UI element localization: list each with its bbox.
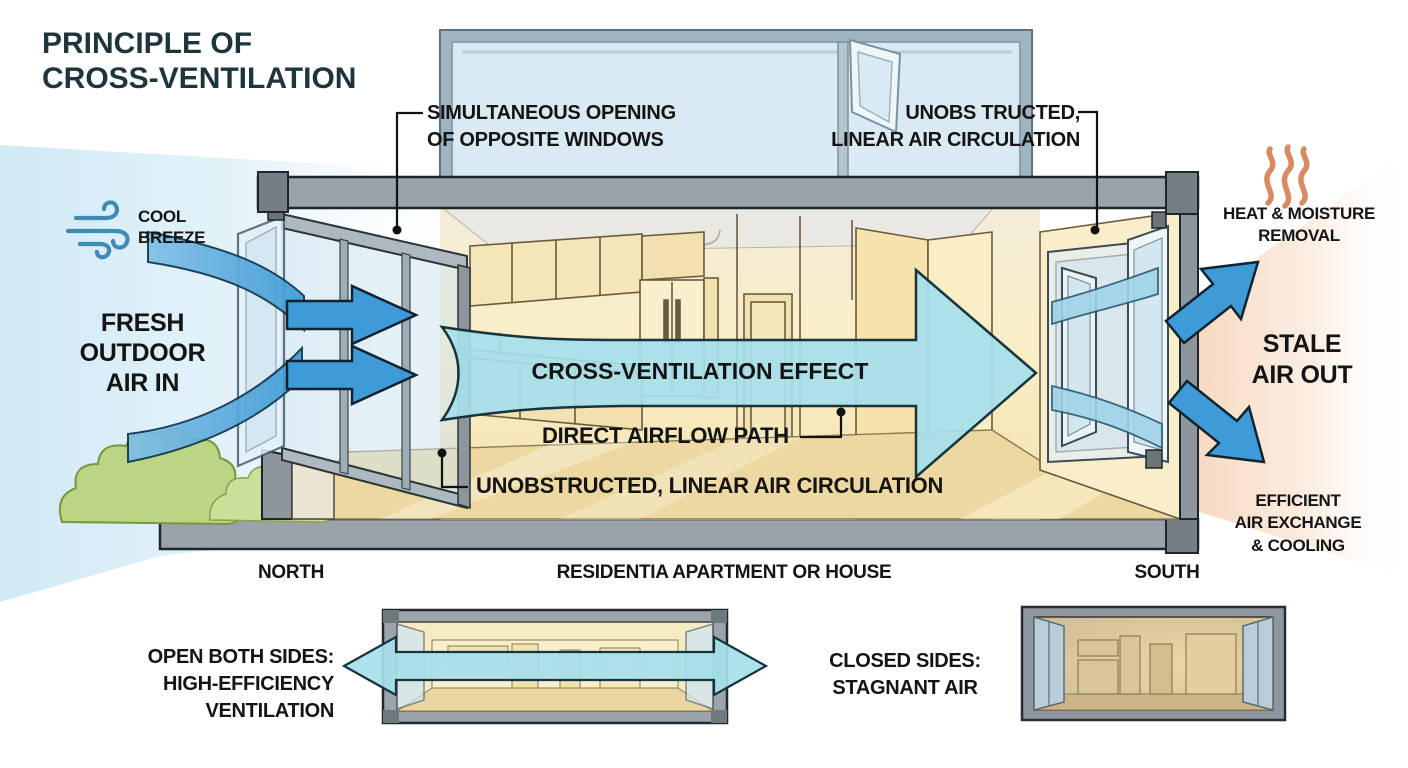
open-both-sides-label: OPEN BOTH SIDES: HIGH-EFFICIENCY VENTILA…: [147, 646, 335, 722]
outgoing-air-ribbons: [1051, 266, 1163, 450]
fresh-outdoor-air-label: FRESH OUTDOOR AIR IN: [79, 309, 206, 397]
efficient-air-exchange-label: EFFICIENT AIR EXCHANGE & COOLING: [1234, 491, 1362, 555]
roof-slab: [256, 171, 1200, 215]
mini-double-arrow: [341, 635, 769, 697]
cross-ventilation-effect-label: CROSS-VENTILATION EFFECT: [531, 358, 869, 384]
cross-ventilation-arrow: [439, 267, 1038, 480]
mini-diagram-open: [341, 608, 769, 725]
north-sill-wall: [261, 448, 335, 520]
incoming-air-arrows: [285, 284, 420, 406]
building-label: RESIDENTIA APARTMENT OR HOUSE: [556, 562, 892, 583]
stale-air-out-label: STALE AIR OUT: [1251, 330, 1353, 389]
heat-waves-icon: [1264, 144, 1310, 209]
closed-sides-label: CLOSED SIDES: STAGNANT AIR: [829, 650, 981, 699]
page-title: PRINCIPLE OF CROSS-VENTILATION: [42, 27, 357, 96]
heat-moisture-removal-label: HEAT & MOISTURE REMOVAL: [1223, 204, 1375, 246]
mini-diagram-closed: [1020, 605, 1287, 722]
callout-lines: [395, 110, 1099, 489]
south-label: SOUTH: [1134, 562, 1200, 583]
direct-airflow-path-label: DIRECT AIRFLOW PATH: [542, 423, 789, 448]
wind-icon: [65, 200, 130, 260]
north-label: NORTH: [257, 562, 325, 583]
simultaneous-opening-label: SIMULTANEOUS OPENING OF OPPOSITE WINDOWS: [427, 102, 676, 151]
unobstructed-bottom-label: UNOBSTRUCTED, LINEAR AIR CIRCULATION: [476, 473, 944, 498]
background-window: [439, 29, 1033, 179]
cool-breeze-label: COOL BREEZE: [138, 207, 206, 248]
background-warm-air-wedge: [1168, 150, 1408, 578]
callout-dots: [392, 225, 1100, 458]
unobstructed-top-label: UNOBS TRUCTED, LINEAR AIR CIRCULATION: [831, 102, 1080, 151]
outgoing-air-arrows: [1164, 260, 1266, 464]
south-wall-windows: [1039, 208, 1199, 521]
